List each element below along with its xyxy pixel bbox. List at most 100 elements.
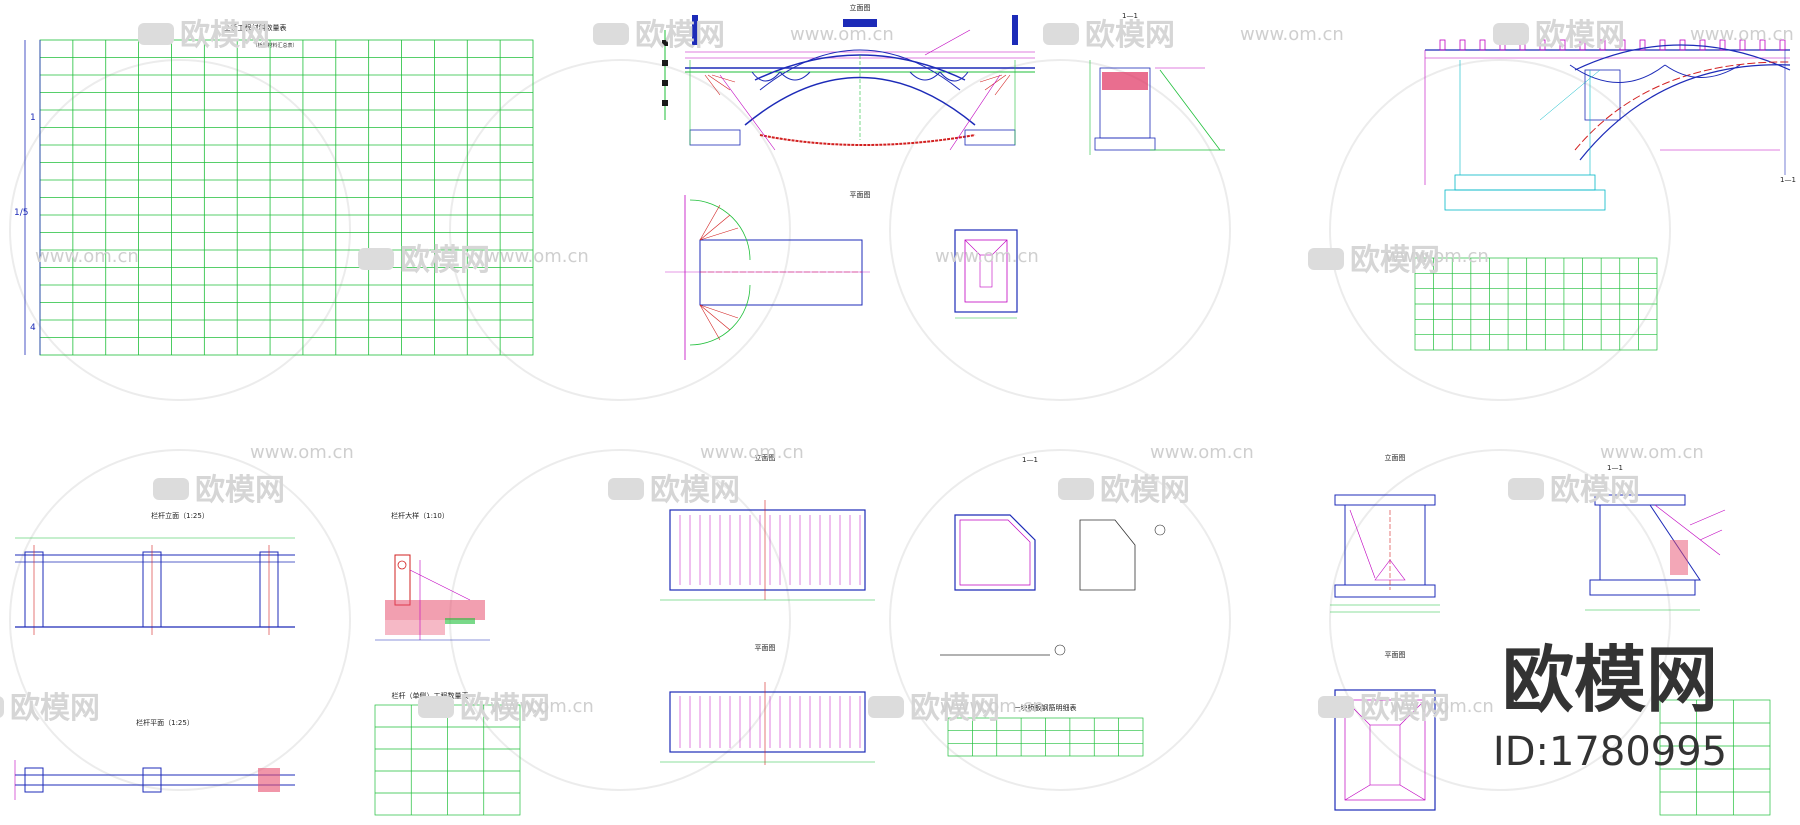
railing-post xyxy=(1539,39,1546,51)
railing-plan: 栏杆平面（1:25） xyxy=(14,718,295,800)
watermark-logo: 欧模网 xyxy=(418,691,550,726)
material-table-side-lines xyxy=(24,40,41,355)
watermark-brand-text: 欧模网 xyxy=(1085,18,1175,53)
watermark-logo: 欧模网 xyxy=(1318,691,1450,726)
watermark-brand-text: 欧模网 xyxy=(400,243,490,278)
railing-post xyxy=(1479,39,1486,51)
watermark-brand-text: 欧模网 xyxy=(1535,18,1625,53)
sofa-logo-icon xyxy=(153,478,189,500)
watermark-brand-text: 欧模网 xyxy=(1550,473,1640,508)
railing-post xyxy=(1579,39,1586,51)
railing-post xyxy=(1779,39,1786,51)
watermark-logo: 欧模网 xyxy=(1043,18,1175,53)
watermark-brand-text: 欧模网 xyxy=(1360,691,1450,726)
watermark-brand-text: 欧模网 xyxy=(180,18,270,53)
elevation-title-bar xyxy=(843,19,877,27)
brand-block: 欧模网 ID:1780995 xyxy=(1493,638,1727,775)
arch-half-elevation: 1—1 xyxy=(1424,39,1796,211)
abutment-plan: 平面图 xyxy=(1334,651,1436,811)
watermark-url-text: www.om.cn xyxy=(1390,696,1494,717)
watermark-logo: 欧模网 xyxy=(358,243,490,278)
watermark-url-text: www.om.cn xyxy=(1385,246,1489,267)
abutment-plan-title: 平面图 xyxy=(1385,651,1406,659)
watermark-brand-text: 欧模网 xyxy=(460,691,550,726)
railing-qty-title: 栏杆（单侧）工程数量表 xyxy=(392,691,469,700)
plan-title: 平面图 xyxy=(850,191,871,199)
brand-big-text: 欧模网 xyxy=(1502,638,1718,722)
railing-post xyxy=(1559,39,1566,51)
brand-id-text: ID:1780995 xyxy=(1493,729,1727,775)
sofa-logo-icon xyxy=(608,478,644,500)
watermark-url-text: www.om.cn xyxy=(790,24,894,45)
abutment-quantity-table xyxy=(1659,699,1771,816)
railing-post xyxy=(1739,39,1746,51)
watermark-brand-text: 欧模网 xyxy=(1100,473,1190,508)
material-table-side-marks: 1 1/5 4 xyxy=(14,113,36,333)
watermark-logo: 欧模网 xyxy=(138,18,270,53)
svg-text:1/5: 1/5 xyxy=(14,208,28,218)
watermark-logo: 欧模网 xyxy=(1493,18,1625,53)
watermark-url-text: www.om.cn xyxy=(35,246,139,267)
railing-detail-title: 栏杆大样（1:10） xyxy=(391,511,449,520)
railing-quantity-table: 栏杆（单侧）工程数量表 xyxy=(374,691,521,816)
watermark-url-text: www.om.cn xyxy=(1240,24,1344,45)
abutment-box-detail xyxy=(954,229,1018,319)
watermark-logo: 欧模网 xyxy=(868,691,1000,726)
elevation-title: 立面图 xyxy=(850,3,871,12)
slab-elevation-title: 立面图 xyxy=(755,453,776,462)
railing-post xyxy=(1759,39,1766,51)
svg-text:1: 1 xyxy=(30,113,36,123)
watermark-brand-text: 欧模网 xyxy=(650,473,740,508)
bridge-plan-view: 平面图 xyxy=(665,191,871,360)
material-table-title: 全桥工程材料数量表 xyxy=(224,23,287,32)
sofa-logo-icon xyxy=(1493,23,1529,45)
watermark-layer: 欧模网欧模网欧模网欧模网欧模网欧模网欧模网欧模网欧模网欧模网欧模网欧模网欧模网欧… xyxy=(0,18,1794,726)
elevation-section-1-1: 1—1 xyxy=(1089,12,1225,155)
watermark-brand-text: 欧模网 xyxy=(10,691,100,726)
slab-plan: 平面图 xyxy=(660,644,875,765)
sofa-logo-icon xyxy=(1318,696,1354,718)
railing-post xyxy=(1599,39,1606,51)
sofa-logo-icon xyxy=(1508,478,1544,500)
watermark-logo: 欧模网 xyxy=(593,18,725,53)
watermark-circles xyxy=(9,59,1671,791)
sofa-logo-icon xyxy=(1058,478,1094,500)
slab-section-title: 1—1 xyxy=(1022,456,1038,464)
railing-post xyxy=(1659,39,1666,51)
watermark-url-text: www.om.cn xyxy=(700,442,804,463)
railing-elevation-title: 栏杆立面（1:25） xyxy=(151,511,209,520)
watermark-url-text: www.om.cn xyxy=(1150,442,1254,463)
abutment-section-title: 1—1 xyxy=(1607,464,1623,472)
sofa-logo-icon xyxy=(1308,248,1344,270)
watermark-logo: 欧模网 xyxy=(1058,473,1190,508)
sofa-logo-icon xyxy=(868,696,904,718)
railing-detail: 栏杆大样（1:10） xyxy=(375,511,490,641)
watermark-url-text: www.om.cn xyxy=(940,696,1044,717)
watermark-url-text: www.om.cn xyxy=(485,246,589,267)
watermark-url-text: www.om.cn xyxy=(1600,442,1704,463)
railing-post xyxy=(1439,39,1446,51)
watermark-logo: 欧模网 xyxy=(608,473,740,508)
material-table-subtitle: （桥梁材料汇总表） xyxy=(252,42,297,49)
sofa-logo-icon xyxy=(0,696,4,718)
sofa-logo-icon xyxy=(418,696,454,718)
sheet3-section-mark: 1—1 xyxy=(1780,176,1796,184)
sofa-logo-icon xyxy=(358,248,394,270)
slab-plan-title: 平面图 xyxy=(755,644,776,652)
arch-coordinate-table xyxy=(1414,257,1658,351)
watermark-logo: 欧模网 xyxy=(0,691,100,726)
railing-post xyxy=(1699,39,1706,51)
railing-plan-title: 栏杆平面（1:25） xyxy=(136,718,194,727)
rebar-table: 一块桥板钢筋明细表 xyxy=(947,703,1144,757)
watermark-brand-text: 欧模网 xyxy=(1350,243,1440,278)
watermark-url-text: www.om.cn xyxy=(250,442,354,463)
abutment-section: 1—1 xyxy=(1585,464,1726,611)
abutment-elevation: 立面图 xyxy=(1330,453,1440,613)
watermark-logo: 欧模网 xyxy=(1308,243,1440,278)
arch-bridge-elevation: 立面图 xyxy=(662,3,1035,151)
watermark-brand-text: 欧模网 xyxy=(195,473,285,508)
watermark-url-text: www.om.cn xyxy=(490,696,594,717)
watermark-logo: 欧模网 xyxy=(1508,473,1640,508)
abutment-elevation-title: 立面图 xyxy=(1385,453,1406,462)
